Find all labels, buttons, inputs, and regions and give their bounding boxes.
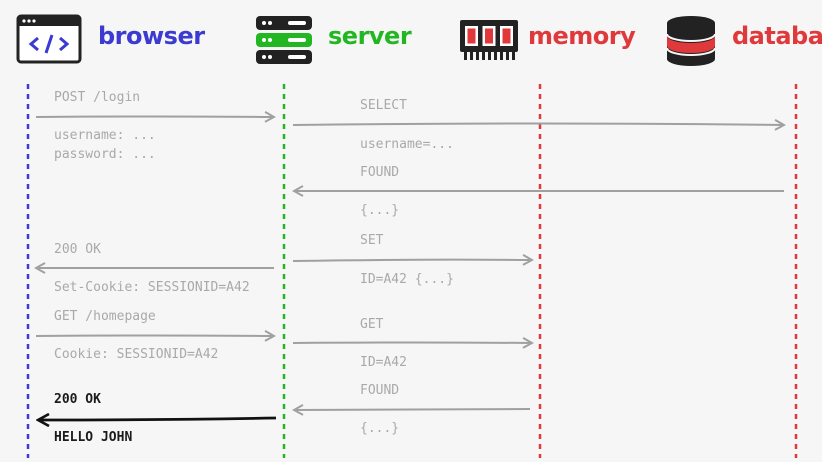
code-window-icon xyxy=(16,14,82,68)
server-rack-icon xyxy=(254,14,314,70)
msg-select: SELECT xyxy=(360,98,407,113)
arrow-found-memory xyxy=(294,409,531,410)
arrow-select xyxy=(292,124,784,126)
msg-found-db-payload: {...} xyxy=(360,203,400,218)
browser-label: browser xyxy=(98,22,205,50)
msg-set: SET xyxy=(360,233,384,248)
msg-set-payload: ID=A42 {...} xyxy=(360,272,454,287)
msg-username-param: username: ... xyxy=(54,128,156,143)
server-label: server xyxy=(328,22,412,50)
msg-final-200-ok: 200 OK xyxy=(54,392,101,407)
memory-label: memory xyxy=(528,22,636,50)
arrow-get-memory xyxy=(292,343,532,344)
msg-found-db: FOUND xyxy=(360,165,400,180)
arrow-post-login xyxy=(35,117,274,118)
msg-found-memory: FOUND xyxy=(360,383,400,398)
database-label: database xyxy=(732,22,822,50)
msg-get-key: ID=A42 xyxy=(360,355,407,370)
msg-post-login: POST /login xyxy=(54,90,141,105)
msg-get-memory: GET xyxy=(360,317,384,332)
msg-password-param: password: ... xyxy=(54,147,156,162)
arrow-get-homepage xyxy=(35,336,274,337)
msg-200-ok: 200 OK xyxy=(54,242,101,257)
msg-get-homepage: GET /homepage xyxy=(54,309,156,324)
arrow-200-ok-final xyxy=(38,418,277,420)
msg-hello-john: HELLO JOHN xyxy=(54,430,133,445)
arrow-found-db xyxy=(294,191,785,192)
arrow-set xyxy=(292,260,532,261)
msg-found-memory-payload: {...} xyxy=(360,421,400,436)
database-cylinder-icon xyxy=(664,14,718,72)
msg-select-where: username=... xyxy=(360,137,454,152)
memory-chip-icon xyxy=(458,18,520,66)
msg-set-cookie: Set-Cookie: SESSIONID=A42 xyxy=(54,280,250,295)
msg-cookie-header: Cookie: SESSIONID=A42 xyxy=(54,347,219,362)
